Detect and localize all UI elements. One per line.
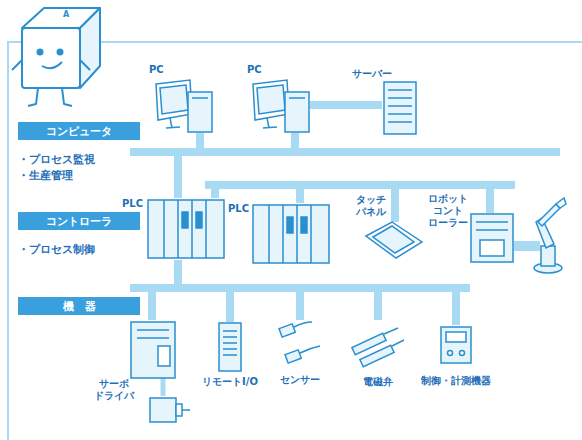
mascot-letter: A	[63, 10, 69, 19]
device-label: 制御・計測機器	[421, 375, 491, 387]
device-node: 制御・計測機器	[440, 325, 472, 365]
plc-icon	[148, 200, 224, 258]
servo-motor	[150, 398, 190, 422]
remote-io-icon	[219, 323, 241, 371]
network-bus	[178, 260, 456, 325]
band-title: 機 器	[63, 299, 96, 314]
function-note: ・プロセス制御	[18, 242, 95, 257]
device-node: ロボット コント ローラー	[470, 213, 514, 263]
device-node: タッチ パネル	[365, 222, 423, 258]
device-label: センサー	[280, 374, 320, 386]
category-band: コンピュータ	[18, 122, 140, 140]
plc-icon	[253, 205, 329, 263]
device-node: 電磁弁	[350, 320, 406, 366]
device-node: PC	[153, 78, 213, 133]
pc-icon	[253, 80, 309, 132]
frame	[8, 42, 582, 440]
robot-arm	[534, 198, 566, 273]
device-node: PC	[250, 78, 310, 133]
solenoid-valve-icon	[352, 328, 404, 367]
device-label: ロボット コント ローラー	[428, 193, 468, 229]
band-title: コントローラ	[46, 214, 112, 229]
device-node: PLC	[147, 198, 225, 260]
device-label: PLC	[122, 198, 143, 210]
device-node: リモートI/O	[218, 322, 242, 372]
pc-icon	[156, 80, 212, 132]
robot-controller-icon	[471, 214, 513, 262]
category-band: コントローラ	[18, 212, 140, 230]
device-node: サーバー	[382, 80, 418, 135]
server-icon	[384, 82, 416, 134]
sensor-icon	[279, 322, 320, 363]
device-label: 電磁弁	[363, 376, 393, 388]
device-node: PLC	[252, 203, 330, 265]
instrument-icon	[441, 327, 471, 363]
device-node: センサー	[278, 320, 322, 370]
device-label: PC	[149, 64, 164, 76]
function-note: ・生産管理	[18, 168, 73, 183]
bus-stub	[130, 152, 560, 396]
band-title: コンピュータ	[46, 124, 112, 139]
network-bus	[310, 101, 382, 109]
category-band: 機 器	[18, 297, 140, 315]
servo-driver-icon	[131, 322, 175, 378]
device-node: サーボ ドライバ	[130, 320, 176, 378]
device-label: サーボ ドライバ	[94, 378, 134, 402]
mascot	[12, 8, 100, 106]
device-label: タッチ パネル	[356, 194, 386, 218]
device-label: PLC	[228, 203, 249, 215]
touch-panel-icon	[366, 222, 422, 258]
function-note: ・プロセス監視	[18, 152, 95, 167]
device-label: PC	[247, 64, 262, 76]
device-label: サーバー	[352, 68, 392, 80]
device-label: リモートI/O	[202, 376, 258, 388]
